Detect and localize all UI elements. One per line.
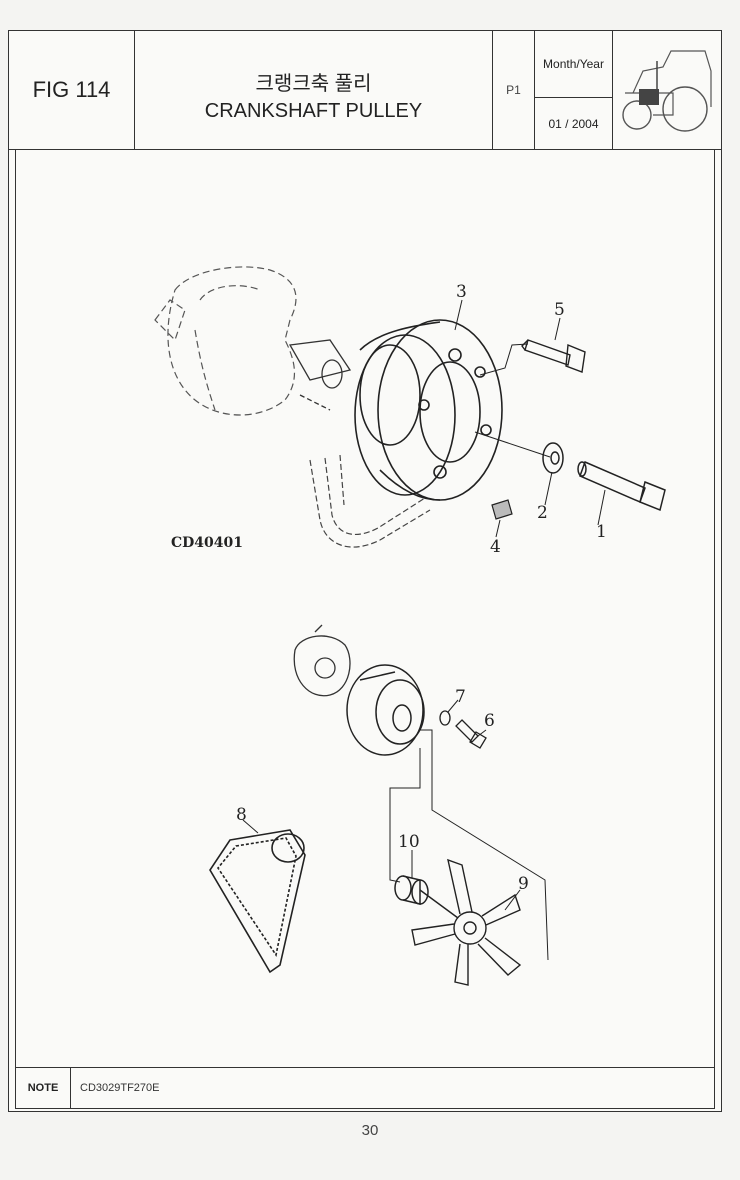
lower-leader-lines — [242, 699, 549, 961]
leader-lines — [454, 299, 606, 538]
callout-8: 8 — [236, 805, 247, 825]
v-belt-8 — [209, 829, 306, 974]
title-block: 크랭크축 풀리 CRANKSHAFT PULLEY — [135, 31, 493, 149]
page-code: P1 — [493, 31, 535, 149]
key-4 — [491, 499, 513, 520]
fig-label: FIG 114 — [9, 31, 135, 149]
crankshaft-pulley — [354, 319, 503, 501]
note-label: NOTE — [16, 1068, 71, 1108]
callout-7: 7 — [455, 687, 466, 707]
note-value: CD3029TF270E — [80, 1082, 160, 1094]
month-year-label: Month/Year — [535, 31, 612, 98]
page-frame: FIG 114 크랭크축 풀리 CRANKSHAFT PULLEY P1 Mon… — [8, 30, 722, 1112]
tractor-thumbnail — [613, 31, 721, 149]
washer-7 — [439, 710, 451, 726]
callout-9: 9 — [518, 874, 529, 894]
fan-9 — [411, 858, 522, 986]
title-korean: 크랭크축 풀리 — [255, 73, 372, 95]
crankshaft-snout — [288, 339, 352, 411]
washer-2 — [542, 442, 564, 474]
water-pump-housing — [293, 624, 351, 697]
title-english: CRANKSHAFT PULLEY — [204, 100, 423, 122]
cap-screw-5 — [521, 339, 586, 373]
diagram-code: CD40401 — [171, 535, 243, 551]
month-year-block: Month/Year 01 / 2004 — [535, 31, 613, 149]
fan-pulley — [346, 664, 425, 756]
cap-screw-6 — [455, 719, 487, 749]
tractor-icon — [622, 50, 712, 132]
date-value: 01 / 2004 — [548, 116, 599, 131]
belt-section — [309, 454, 431, 548]
callout-2: 2 — [537, 503, 548, 523]
callout-10: 10 — [398, 832, 420, 852]
callout-6: 6 — [484, 711, 495, 731]
diagram-area — [15, 149, 715, 1067]
header: FIG 114 크랭크축 풀리 CRANKSHAFT PULLEY P1 Mon… — [9, 31, 721, 150]
callout-4: 4 — [490, 537, 501, 557]
page-number: 30 — [361, 1122, 379, 1139]
callout-5: 5 — [554, 300, 565, 320]
cap-screw-1 — [577, 460, 666, 512]
spacer-10 — [394, 875, 429, 905]
callout-1: 1 — [596, 522, 607, 542]
engine-housing — [154, 266, 297, 416]
callout-3: 3 — [456, 282, 467, 302]
note-row: NOTE CD3029TF270E — [15, 1067, 715, 1109]
